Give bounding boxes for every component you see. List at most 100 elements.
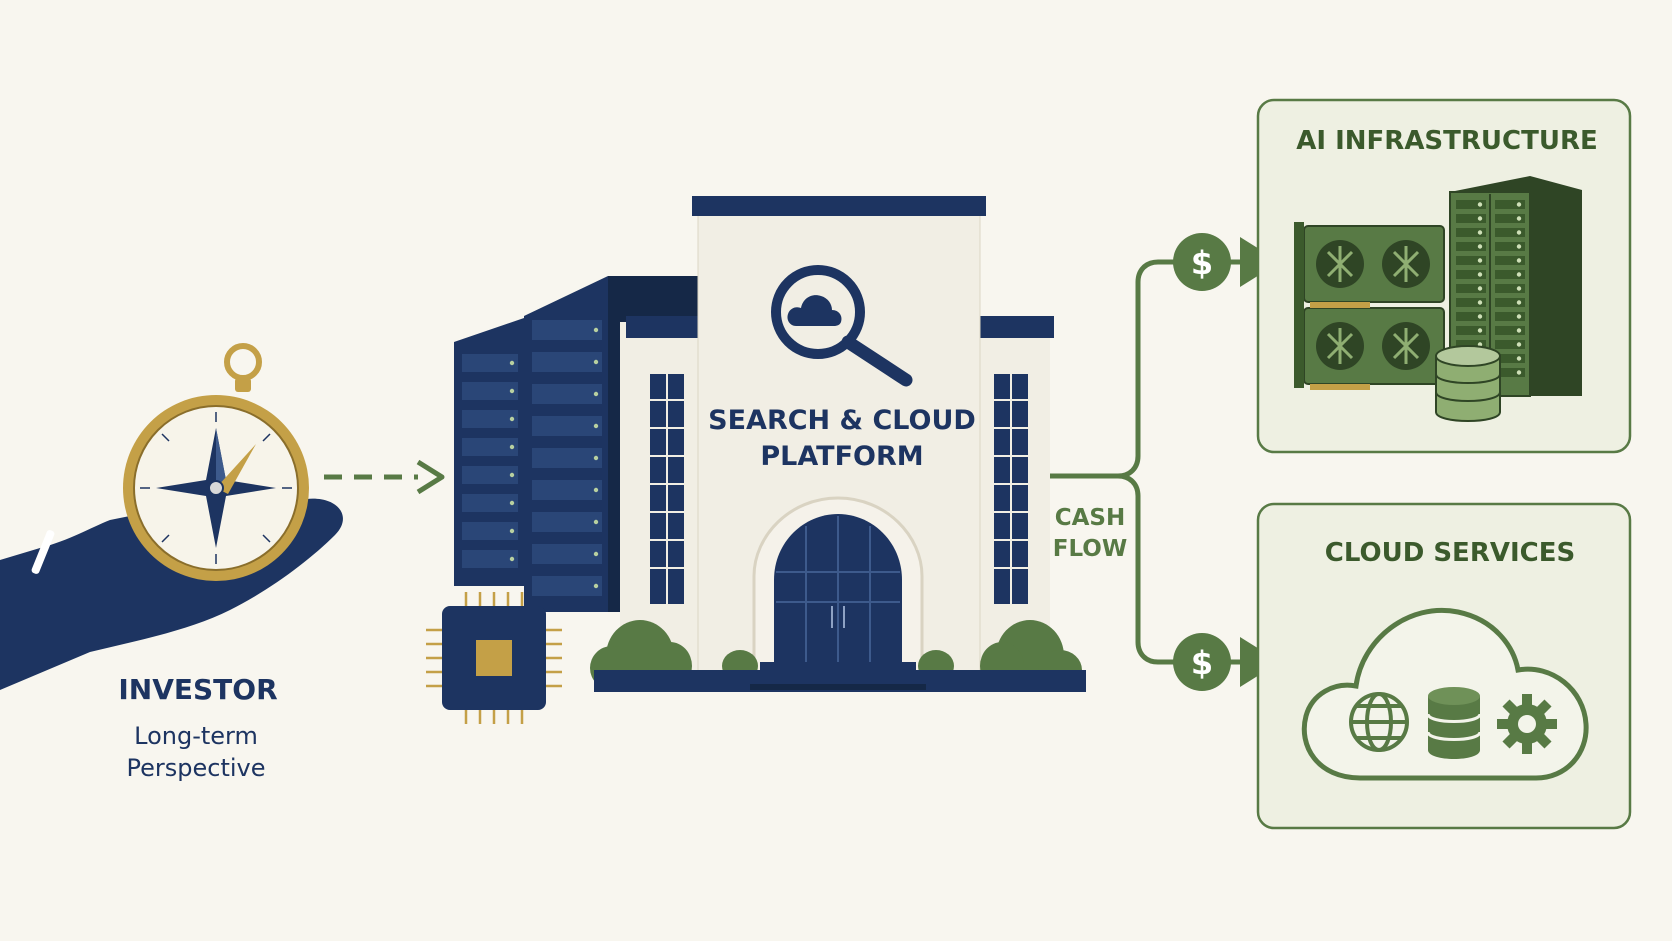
- rack-slot: [532, 512, 602, 532]
- rack-led: [593, 359, 599, 365]
- cash-flow-label-line2: FLOW: [1053, 536, 1127, 562]
- rack-slot: [1456, 284, 1486, 293]
- investor-to-platform-arrow: [324, 459, 445, 495]
- platform-group: SEARCH & CLOUD PLATFORM: [426, 196, 1086, 724]
- rack-led: [1516, 356, 1522, 361]
- rack-slot: [1495, 270, 1525, 279]
- rack-led: [593, 327, 599, 333]
- rack-led: [1516, 342, 1522, 347]
- rack-led: [1477, 202, 1483, 207]
- rack-led: [593, 583, 599, 589]
- rack-slot: [1495, 340, 1525, 349]
- rack-slot: [462, 494, 518, 512]
- gear-icon: [1497, 694, 1557, 754]
- rack-led: [593, 391, 599, 397]
- rack-slot: [532, 448, 602, 468]
- rack-slot: [1456, 326, 1486, 335]
- cpu-chip-icon: [426, 592, 562, 724]
- rack-slot: [1456, 256, 1486, 265]
- rack-led: [509, 528, 515, 534]
- rack-slot: [1456, 312, 1486, 321]
- rack-led: [593, 423, 599, 429]
- rack-slot: [1456, 270, 1486, 279]
- rack-led: [1477, 216, 1483, 221]
- rack-slot: [1456, 228, 1486, 237]
- rack-slot: [462, 550, 518, 568]
- rack-slot: [532, 320, 602, 340]
- rack-slot: [1495, 368, 1525, 377]
- rack-led: [1516, 202, 1522, 207]
- cash-flow-label-line1: CASH: [1055, 505, 1126, 531]
- rack-led: [1516, 314, 1522, 319]
- dollar-symbol-top: $: [1191, 244, 1213, 282]
- rack-slot: [462, 354, 518, 372]
- rack-slot: [532, 352, 602, 372]
- ai-infrastructure-panel: AI INFRASTRUCTURE: [1256, 98, 1632, 454]
- rack-slot: [462, 438, 518, 456]
- rack-led: [1516, 216, 1522, 221]
- compass-icon: [123, 343, 309, 581]
- rack-slot: [532, 544, 602, 564]
- rack-led: [1477, 230, 1483, 235]
- rack-slot: [532, 384, 602, 404]
- rack-slot: [1456, 340, 1486, 349]
- rack-led: [509, 444, 515, 450]
- rack-led: [509, 360, 515, 366]
- rack-slot: [1495, 312, 1525, 321]
- rack-slot: [1456, 298, 1486, 307]
- dollar-coin-icon-bottom: $: [1173, 633, 1231, 691]
- dollar-coin-icon-top: $: [1173, 233, 1231, 291]
- rack-slot: [1495, 214, 1525, 223]
- rack-led: [593, 519, 599, 525]
- rack-led: [1477, 272, 1483, 277]
- rack-slot: [1495, 298, 1525, 307]
- rack-slot: [462, 522, 518, 540]
- rack-led: [509, 416, 515, 422]
- database-icon: [1435, 345, 1501, 422]
- rack-slot: [462, 410, 518, 428]
- rack-slot: [1495, 242, 1525, 251]
- search-cloud-icon: [771, 265, 913, 387]
- rack-led: [509, 388, 515, 394]
- dollar-symbol-bottom: $: [1191, 644, 1213, 682]
- rack-led: [593, 487, 599, 493]
- rack-led: [1516, 244, 1522, 249]
- rack-slot: [532, 480, 602, 500]
- cloud-services-title: CLOUD SERVICES: [1325, 538, 1575, 568]
- rack-led: [1516, 370, 1522, 375]
- rack-led: [509, 500, 515, 506]
- rack-slot: [462, 466, 518, 484]
- investor-subtitle-line2: Perspective: [127, 754, 266, 782]
- rack-slot: [1456, 200, 1486, 209]
- rack-led: [593, 455, 599, 461]
- platform-title-line1: SEARCH & CLOUD: [708, 405, 976, 436]
- rack-slot: [1495, 326, 1525, 335]
- rack-slot: [1495, 228, 1525, 237]
- globe-icon: [1349, 692, 1409, 752]
- platform-title-line2: PLATFORM: [760, 441, 923, 472]
- rack-led: [509, 556, 515, 562]
- rack-led: [1477, 244, 1483, 249]
- cloud-services-panel: CLOUD SERVICES: [1256, 502, 1632, 830]
- rack-slot: [462, 382, 518, 400]
- rack-slot: [1456, 214, 1486, 223]
- rack-led: [1516, 230, 1522, 235]
- rack-led: [1477, 258, 1483, 263]
- rack-slot: [1456, 242, 1486, 251]
- rack-led: [593, 551, 599, 557]
- storage-icon: [1426, 687, 1482, 759]
- server-rack-left: [454, 318, 524, 586]
- investor-group: INVESTOR Long-term Perspective: [0, 343, 343, 782]
- cash-flow-connector: [1050, 237, 1280, 687]
- ai-infrastructure-title: AI INFRASTRUCTURE: [1296, 126, 1598, 156]
- rack-slot: [1495, 284, 1525, 293]
- rack-slot: [532, 416, 602, 436]
- rack-led: [1516, 328, 1522, 333]
- gpu-card-icon: [1294, 222, 1445, 390]
- rack-led: [1477, 300, 1483, 305]
- rack-slot: [1495, 256, 1525, 265]
- rack-led: [1516, 272, 1522, 277]
- rack-slot: [532, 576, 602, 596]
- investor-title: INVESTOR: [118, 673, 277, 706]
